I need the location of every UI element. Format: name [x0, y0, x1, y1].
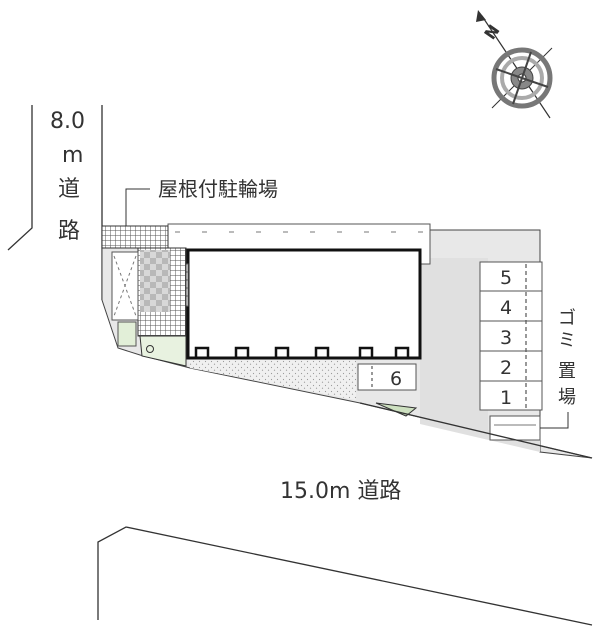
road-edge-lower	[97, 526, 593, 626]
front-yard	[188, 358, 356, 400]
planter-small	[117, 321, 137, 347]
bike-parking-roof	[101, 225, 169, 249]
parking-space-2: 2	[500, 357, 512, 379]
parking-space-4: 4	[500, 297, 512, 319]
garbage-area	[489, 415, 541, 441]
balconies	[194, 346, 410, 358]
compass-rose-icon	[476, 10, 553, 119]
parking-spaces: 5 4 3 2 1	[479, 261, 543, 411]
parking-space-6-label: 6	[390, 368, 402, 390]
building	[186, 248, 422, 360]
garbage-area-label: ゴ ミ 置 場	[558, 308, 582, 408]
road-edge-upper	[359, 402, 593, 459]
left-road	[7, 105, 103, 300]
parking-space-6	[357, 363, 417, 391]
left-road-width-label: 8.0 m 道 路	[50, 109, 92, 244]
planting-area	[139, 335, 187, 367]
parking-space-1: 1	[500, 387, 512, 409]
planting-area-right	[375, 402, 418, 417]
bike-parking-floor	[140, 250, 170, 312]
compass-north-label: N	[480, 21, 503, 43]
bike-parking-label: 屋根付駐輪場	[158, 177, 278, 201]
parking-space-5: 5	[500, 267, 512, 289]
bike-parking-leader	[125, 188, 150, 226]
bottom-road-label: 15.0m 道路	[280, 479, 401, 504]
parking-space-3: 3	[500, 327, 512, 349]
